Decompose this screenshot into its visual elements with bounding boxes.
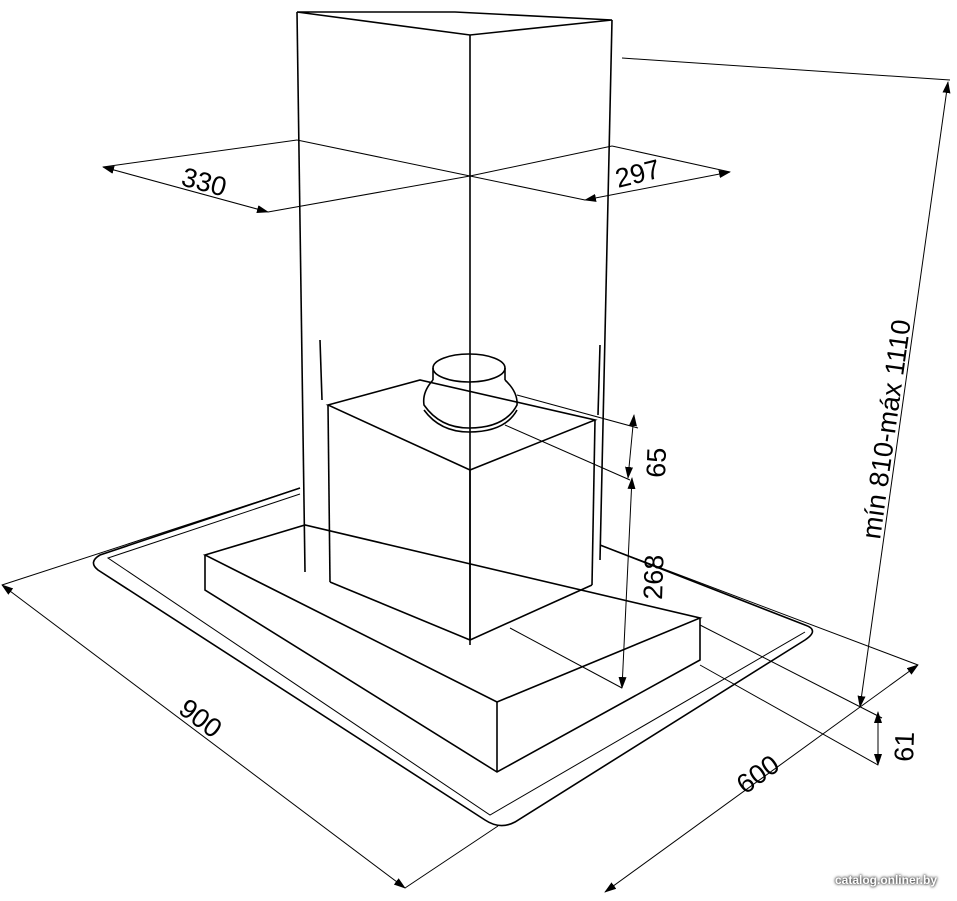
dim-65: 65 xyxy=(641,447,672,478)
outlet-height-dimension: 65 xyxy=(504,394,672,481)
height-range-dimension: mín 810-máx 1110 xyxy=(621,57,951,708)
glass-height-dimension: 268 xyxy=(509,477,670,689)
air-outlet xyxy=(422,353,518,433)
glass-plate xyxy=(92,487,814,827)
chimney-width-dimension: 330 xyxy=(102,139,471,213)
dim-61: 61 xyxy=(889,731,920,762)
watermark: catalog.onliner.by xyxy=(834,873,937,887)
dim-330: 330 xyxy=(178,162,229,203)
hood-body xyxy=(202,524,703,773)
dim-600: 600 xyxy=(731,749,785,800)
hood-thickness-dimension: 61 xyxy=(699,624,920,766)
chimney xyxy=(296,11,613,645)
dim-297: 297 xyxy=(612,154,663,194)
glass-box xyxy=(319,339,601,641)
chimney-depth-dimension: 297 xyxy=(469,145,731,202)
dim-height-range: mín 810-máx 1110 xyxy=(856,318,916,541)
dim-900: 900 xyxy=(173,693,227,744)
hood-width-dimension: 900 xyxy=(1,487,499,889)
